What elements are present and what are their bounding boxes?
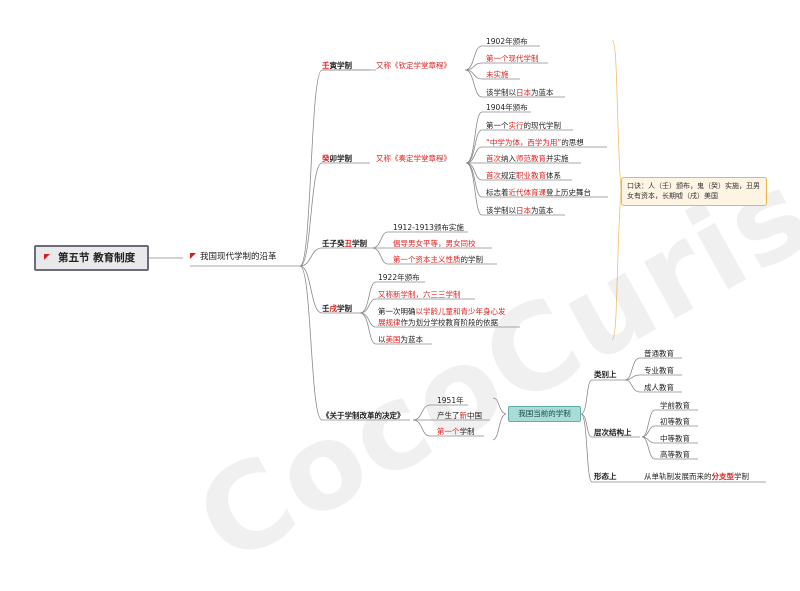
root-node[interactable]: 第五节 教育制度	[34, 245, 149, 271]
connector-lines	[149, 39, 766, 483]
text-part: 第一个资本主义性质	[393, 255, 461, 264]
branch-decision[interactable]: 《关于学制改革的决定》	[322, 411, 405, 420]
text-part: 近代体育课	[508, 188, 547, 197]
current-system-node[interactable]: 我国当前的学制	[508, 406, 581, 422]
renyin-item[interactable]: 第一个现代学制	[486, 54, 539, 63]
text-part: 为蓝本	[531, 206, 554, 215]
renyin-item[interactable]: 该学制以日本为蓝本	[486, 87, 554, 98]
renxu-item[interactable]: 以美国为蓝本	[378, 334, 423, 345]
category-item[interactable]: 成人教育	[644, 383, 674, 392]
branch-title-rest: 寅学制	[329, 61, 353, 70]
text-part: 首次	[486, 171, 501, 180]
text-part: 首次	[486, 154, 501, 163]
text-part: 该学制以	[486, 88, 516, 97]
text-part: 分支型	[711, 472, 735, 481]
text-part: 的思想	[561, 138, 584, 147]
guimao-item[interactable]: 该学制以日本为蓝本	[486, 205, 554, 216]
renyin-item[interactable]: 未实施	[486, 70, 509, 79]
text-part: 从单轨制发展而来的	[644, 472, 712, 481]
renyin-alias[interactable]: 又称《钦定学堂章程》	[376, 61, 451, 70]
renzi-item[interactable]: 第一个资本主义性质的学制	[393, 254, 483, 265]
branch-title-rest: 卯学制	[329, 154, 353, 163]
text-part: 规定	[501, 171, 516, 180]
renyin-item[interactable]: 1902年颁布	[486, 37, 528, 46]
text-part: 实行	[508, 121, 524, 130]
text-part: 并实施	[546, 154, 569, 163]
text-part: 为蓝本	[531, 88, 554, 97]
text-part: 日本	[516, 88, 531, 97]
renzi-item[interactable]: 倡导男女平等，男女同校	[393, 239, 476, 248]
branch-renzi[interactable]: 壬子癸丑学制	[322, 238, 367, 249]
renxu-item[interactable]: 又称新学制，六三三学制	[378, 290, 461, 299]
category-item[interactable]: 从单轨制发展而来的分支型学制	[644, 471, 749, 482]
text-part: 登上历史舞台	[546, 188, 591, 197]
text-part: 学制	[337, 304, 352, 313]
text-part: 该学制以	[486, 206, 516, 215]
category-item[interactable]: 学前教育	[660, 401, 690, 410]
category-item[interactable]: 普通教育	[644, 349, 674, 358]
text-part: 壬	[322, 304, 330, 313]
renxu-item[interactable]: 1922年颁布	[378, 273, 420, 282]
guimao-item[interactable]: 第一个实行的现代学制	[486, 120, 561, 131]
text-part: 作为划分学校教育阶段的依据	[400, 318, 499, 327]
renxu-item-cont[interactable]: 展规律作为划分学校教育阶段的依据	[378, 317, 498, 328]
guimao-item[interactable]: 标志着近代体育课登上历史舞台	[486, 187, 591, 198]
text-part: 以	[378, 335, 386, 344]
text-part: 体系	[546, 171, 561, 180]
text-part: 标志着	[486, 188, 509, 197]
text-part: 以学龄儿童和青少年身心发	[415, 307, 506, 316]
guimao-item[interactable]: 首次纳入师范教育并实施	[486, 153, 569, 164]
branch-renxu[interactable]: 壬戌学制	[322, 303, 352, 314]
text-part: 第一次明确	[378, 307, 416, 316]
guimao-item[interactable]: 首次规定职业教育体系	[486, 170, 561, 181]
category-level[interactable]: 层次结构上	[594, 428, 632, 437]
guimao-alias[interactable]: 又称《奏定学堂章程》	[376, 154, 451, 163]
branch-title-highlight: 癸	[322, 154, 330, 163]
text-part: 美国	[385, 335, 401, 344]
category-item[interactable]: 专业教育	[644, 366, 674, 375]
renzi-item[interactable]: 1912-1913颁布实施	[393, 223, 464, 232]
text-part: “中学为体，西学为用”	[486, 138, 562, 147]
category-form[interactable]: 形态上	[594, 472, 617, 481]
category-type[interactable]: 类别上	[594, 370, 617, 379]
text-part: 第一个	[437, 427, 460, 436]
text-part: 产生了	[437, 411, 460, 420]
text-part: 丑	[344, 239, 353, 248]
branch-guimao[interactable]: 癸卯学制	[322, 153, 352, 164]
text-part: 纳入	[501, 154, 516, 163]
category-item[interactable]: 初等教育	[660, 417, 690, 426]
text-part: 新	[459, 411, 468, 420]
decision-item[interactable]: 第一个学制	[437, 426, 475, 437]
text-part: 日本	[516, 206, 531, 215]
guimao-item[interactable]: 1904年颁布	[486, 103, 528, 112]
text-part: 的现代学制	[523, 121, 562, 130]
branch-renyin[interactable]: 壬寅学制	[322, 60, 352, 71]
text-part: 学制	[352, 239, 367, 248]
text-part: 戌	[329, 304, 338, 313]
category-item[interactable]: 高等教育	[660, 450, 690, 459]
text-part: 为蓝本	[400, 335, 424, 344]
decision-item[interactable]: 1951年	[437, 396, 464, 405]
text-part: 师范教育	[516, 154, 546, 163]
flag-icon	[44, 254, 50, 260]
memo-box[interactable]: 口诀：人（壬）颁布，鬼（癸）实施，丑男女有资本，长期嘘（戌）美国	[621, 177, 767, 206]
renxu-item[interactable]: 第一次明确以学龄儿童和青少年身心发	[378, 306, 506, 317]
text-part: 展规律	[378, 318, 401, 327]
guimao-item[interactable]: “中学为体，西学为用”的思想	[486, 137, 584, 148]
flag-icon	[190, 253, 196, 259]
branch-title-highlight: 壬	[322, 61, 330, 70]
decision-item[interactable]: 产生了新中国	[437, 410, 482, 421]
text-part: 第一个	[486, 121, 509, 130]
text-part: 学制	[459, 427, 475, 436]
text-part: 的学制	[460, 255, 484, 264]
text-part: 学制	[734, 472, 749, 481]
root-title: 第五节 教育制度	[58, 252, 136, 264]
category-item[interactable]: 中等教育	[660, 434, 690, 443]
main-topic[interactable]: 我国现代学制的沿革	[200, 252, 277, 262]
text-part: 壬子癸	[322, 239, 345, 248]
text-part: 中国	[467, 411, 482, 420]
text-part: 职业教育	[516, 171, 546, 180]
